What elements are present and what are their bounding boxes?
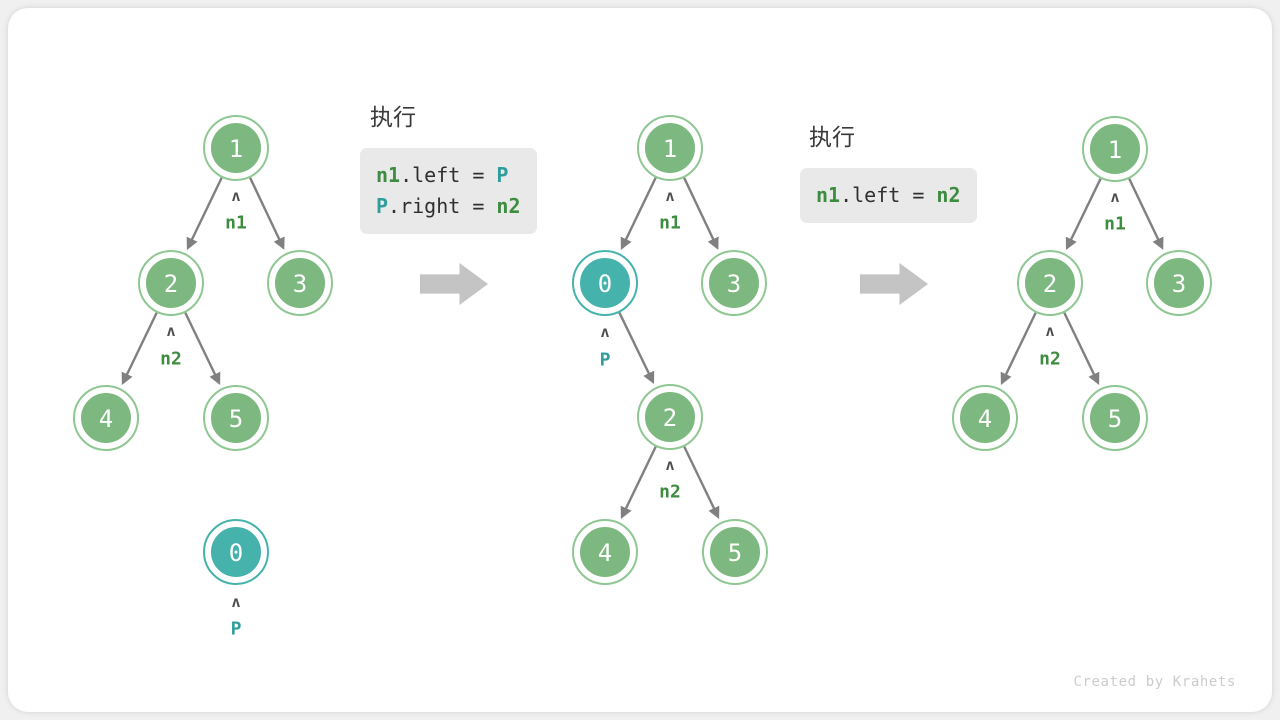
pointer-caret-icon: ʌ	[1110, 188, 1119, 206]
tree-node: 3	[267, 250, 333, 316]
tree-edge	[683, 177, 719, 250]
tree-node: 5	[702, 519, 768, 585]
code-token: n2	[936, 183, 961, 207]
tree-node: 1	[637, 115, 703, 181]
pointer-label: n2	[160, 349, 182, 370]
tree-node-value: 5	[728, 539, 742, 567]
tree-node-value: 1	[663, 135, 677, 163]
tree-node-value: 2	[663, 404, 677, 432]
tree-node: 4	[572, 519, 638, 585]
tree-node: 3	[701, 250, 767, 316]
pointer-caret-icon: ʌ	[600, 323, 609, 341]
pointer-caret-icon: ʌ	[231, 593, 240, 611]
tree-node-value: 0	[598, 270, 612, 298]
tree-edge	[121, 312, 158, 385]
code-token: n2	[496, 194, 521, 218]
tree-edge	[249, 177, 285, 250]
pointer-caret-icon: ʌ	[665, 187, 674, 205]
code-snippet: n1.left = n2	[800, 168, 977, 223]
code-token: n1	[816, 183, 841, 207]
tree-edge	[620, 446, 657, 519]
tree-edge	[1000, 312, 1037, 385]
watermark: Created by Krahets	[1073, 674, 1236, 690]
tree-node-value: 0	[229, 539, 243, 567]
separators-layer	[420, 263, 928, 305]
code-line: P.right = n2	[376, 191, 521, 222]
tree-edge	[184, 312, 221, 385]
tree-node: 2	[138, 250, 204, 316]
tree-node: 1	[203, 115, 269, 181]
pointer-label: n1	[659, 213, 681, 234]
step-caption: 执行	[370, 105, 416, 131]
tree-edge	[618, 312, 655, 385]
step-separator-arrow-icon	[420, 263, 488, 305]
pointer-label: P	[231, 619, 242, 640]
pointer-label: n1	[1104, 214, 1126, 235]
pointer-label: P	[600, 350, 611, 371]
tree-node: 4	[952, 385, 1018, 451]
tree-edge	[1063, 312, 1100, 385]
tree-node-value: 3	[293, 270, 307, 298]
code-token: n1	[376, 163, 401, 187]
step-caption: 执行	[809, 125, 855, 151]
pointer-label: n1	[225, 213, 247, 234]
code-token: .left =	[840, 183, 937, 207]
tree-node-value: 4	[99, 405, 113, 433]
code-line: n1.left = n2	[816, 180, 961, 211]
tree-node: 2	[637, 384, 703, 450]
tree-node-value: 4	[978, 405, 992, 433]
tree-node: 2	[1017, 250, 1083, 316]
tree-node: 3	[1146, 250, 1212, 316]
tree-node-value: 4	[598, 539, 612, 567]
code-token: .right =	[388, 194, 497, 218]
pointer-caret-icon: ʌ	[231, 187, 240, 205]
pointer-label: n2	[1039, 349, 1061, 370]
pointer-caret-icon: ʌ	[665, 456, 674, 474]
tree-edge	[620, 177, 657, 250]
tree-node-value: 5	[1108, 405, 1122, 433]
step-separator-arrow-icon	[860, 263, 928, 305]
code-line: n1.left = P	[376, 160, 521, 191]
edges-layer	[121, 177, 1164, 519]
tree-node: 0	[572, 250, 638, 316]
tree-node: 5	[203, 385, 269, 451]
code-token: P	[496, 163, 509, 187]
tree-node-value: 5	[229, 405, 243, 433]
pointer-label: n2	[659, 482, 681, 503]
tree-node-value: 3	[1172, 270, 1186, 298]
tree-node-value: 2	[164, 270, 178, 298]
tree-node-value: 2	[1043, 270, 1057, 298]
tree-edge	[1065, 178, 1102, 251]
code-token: .left =	[400, 163, 497, 187]
tree-edge	[683, 446, 720, 519]
tree-node-value: 1	[1108, 136, 1122, 164]
nodes-layer: 1 2 3 4 5 0 1 0 3 2 4 5 1 2 3 4 5	[73, 115, 1212, 585]
tree-edge	[1128, 178, 1164, 250]
code-token: P	[376, 194, 389, 218]
tree-node: 4	[73, 385, 139, 451]
pointer-caret-icon: ʌ	[1045, 322, 1054, 340]
tree-edge	[186, 177, 223, 250]
tree-node: 0	[203, 519, 269, 585]
tree-node-value: 3	[727, 270, 741, 298]
tree-node: 1	[1082, 116, 1148, 182]
pointer-caret-icon: ʌ	[166, 322, 175, 340]
tree-node: 5	[1082, 385, 1148, 451]
tree-node-value: 1	[229, 135, 243, 163]
